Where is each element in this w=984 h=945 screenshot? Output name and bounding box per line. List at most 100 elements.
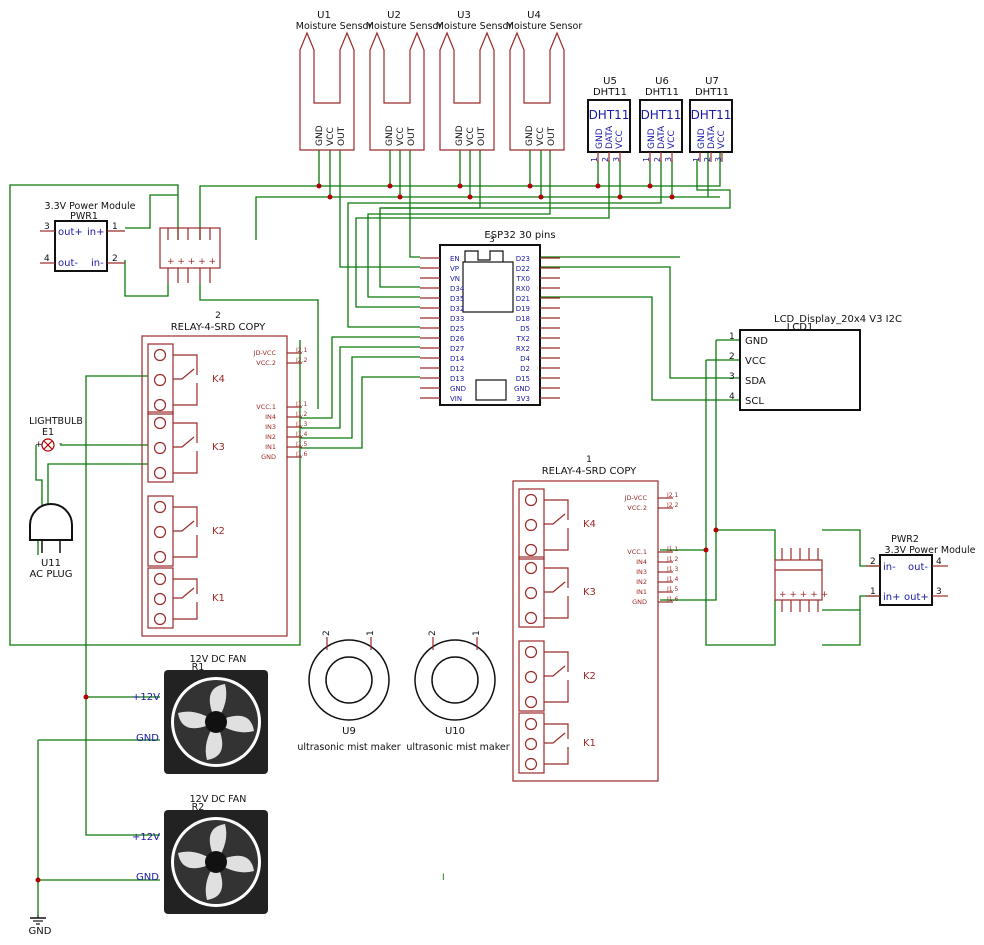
sensor-pin-out: OUT: [477, 126, 487, 146]
sensor-probe-shape: [299, 31, 355, 151]
pin-num: 3: [936, 587, 942, 597]
lcd-pin-num: 2: [729, 352, 735, 362]
screw-terminal-icon: [524, 561, 538, 575]
esp32-pin-label: D22: [516, 265, 530, 273]
relay-j-label: J1.6: [295, 451, 307, 458]
plug-ref: U11: [41, 558, 61, 569]
screw-terminal-icon: [153, 550, 167, 564]
relay-num: 1: [586, 455, 592, 465]
relay-channel-label: K4: [212, 374, 225, 385]
relay-channel-label: K1: [583, 738, 596, 749]
esp32-pin-label: D35: [450, 295, 464, 303]
sensor-ref: U4: [527, 10, 541, 21]
mist-ref: U10: [445, 726, 465, 737]
esp32-pin-label: VIN: [450, 395, 462, 403]
screw-terminal-icon: [153, 500, 167, 514]
esp32-board: 3 ESP32 30 pins ENVPVND34D35D32D33D25D26…: [420, 230, 560, 406]
mist-pin: 1: [472, 630, 482, 636]
power-rail-connector-2: + + + + +: [774, 548, 828, 612]
relay-j-label: J2.2: [295, 357, 307, 364]
sensor-name: Moisture Sensor: [436, 21, 513, 32]
pin-in-minus: in-: [883, 562, 896, 573]
lcd-display: LCD_Display_20x4 V3 I2C LCD1 GND VCC SDA…: [729, 314, 902, 411]
relay-terminal-block: [518, 488, 545, 560]
esp32-left-pins: ENVPVND34D35D32D33D25D26D27D14D12D13GNDV…: [420, 255, 466, 403]
sensor-probe-shape: [509, 31, 565, 151]
mist-pin: 2: [322, 630, 332, 636]
fan-ref: R1: [192, 662, 205, 673]
lightbulb-e1: LIGHTBULB E1 + -: [29, 416, 83, 452]
sensor-pin-gnd: GND: [315, 125, 325, 146]
relay-terminal-block: [518, 712, 545, 774]
relay-channel-label: K4: [583, 519, 596, 530]
fan-r1: 12V DC FAN R1 +12V GND: [132, 654, 268, 774]
lcd-body: [739, 329, 861, 411]
sensor-pin-gnd: GND: [455, 125, 465, 146]
dht-pin-data: DATA: [605, 125, 615, 149]
relay-j-label: J1.4: [295, 431, 307, 438]
module-body: [54, 220, 108, 272]
relay-channel-label: K1: [212, 593, 225, 604]
esp32-pin-label: D23: [516, 255, 530, 263]
relay-pin-label: IN3: [636, 568, 647, 576]
dht-pin-num: 2: [601, 157, 610, 162]
dht-pin-vcc: VCC: [615, 130, 625, 149]
relay-pin-label: JD-VCC: [253, 349, 277, 357]
lcd-pin-num: 4: [729, 392, 735, 402]
screw-terminal-icon: [153, 398, 167, 412]
pin-out-minus: out-: [908, 562, 928, 573]
sensor-pin-vcc: VCC: [466, 127, 476, 146]
sensor-probe-shape: [369, 31, 425, 151]
relay-pin-label: GND: [261, 453, 276, 461]
dht-body: [639, 99, 683, 153]
relay-channel-label: K3: [212, 442, 225, 453]
lcd-pin-scl: SCL: [745, 396, 764, 407]
bulb-plus: +: [35, 440, 43, 450]
esp32-pin-label: D15: [516, 375, 530, 383]
lcd-pin-vcc: VCC: [745, 356, 766, 367]
relay-pin-label: IN4: [265, 413, 276, 421]
screw-terminal-icon: [153, 466, 167, 480]
esp32-pin-label: TX2: [515, 335, 530, 343]
screw-terminal-icon: [524, 586, 538, 600]
esp32-pin-label: D18: [516, 315, 530, 323]
relay-switch-icon: [173, 368, 195, 380]
sensor-ref: U1: [317, 10, 331, 21]
esp32-pin-label: GND: [514, 385, 530, 393]
relay-pin-label: IN2: [265, 433, 276, 441]
pin-num: 4: [44, 254, 50, 264]
pin-in-minus: in-: [91, 258, 104, 269]
dht-pin-gnd: GND: [697, 128, 707, 149]
lcd-pin-gnd: GND: [745, 336, 768, 347]
esp32-title: ESP32 30 pins: [484, 230, 555, 241]
module-ref: PWR2: [891, 534, 919, 545]
relay-pin-label: IN2: [636, 578, 647, 586]
moisture-sensor-u3: U3 Moisture Sensor GND VCC OUT: [436, 10, 513, 151]
dht-pin-num: 1: [642, 157, 651, 162]
pin-num: 2: [112, 254, 118, 264]
esp32-pin-label: D32: [450, 305, 464, 313]
bulb-ref: E1: [42, 427, 54, 438]
lcd-name: LCD_Display_20x4 V3 I2C: [774, 314, 902, 325]
dht-pin-num: 2: [653, 157, 662, 162]
dht-body: [689, 99, 733, 153]
fan-pin-plus12: +12V: [132, 832, 160, 843]
esp32-pin-label: GND: [450, 385, 466, 393]
screw-terminal-icon: [153, 373, 167, 387]
sensor-pin-out: OUT: [547, 126, 557, 146]
relay-switch-icon: [544, 513, 566, 525]
sensor-pin-vcc: VCC: [326, 127, 336, 146]
dht11-u6: U6 DHT11 DHT11 GND DATA VCC 1 2 3: [639, 76, 683, 162]
relay-j-label: J1.4: [666, 576, 678, 583]
esp32-body: [439, 244, 541, 406]
dht-pin-num: 3: [664, 157, 673, 162]
screw-terminal-icon: [524, 645, 538, 659]
dht-label: DHT11: [589, 108, 630, 122]
pin-out-plus: out+: [58, 227, 83, 238]
relay-j-label: J1.3: [295, 421, 307, 428]
svg-text:+ + + + +: + + + + +: [167, 257, 216, 267]
dht-pin-num: 3: [714, 157, 723, 162]
esp32-pin-label: 3V3: [516, 395, 530, 403]
